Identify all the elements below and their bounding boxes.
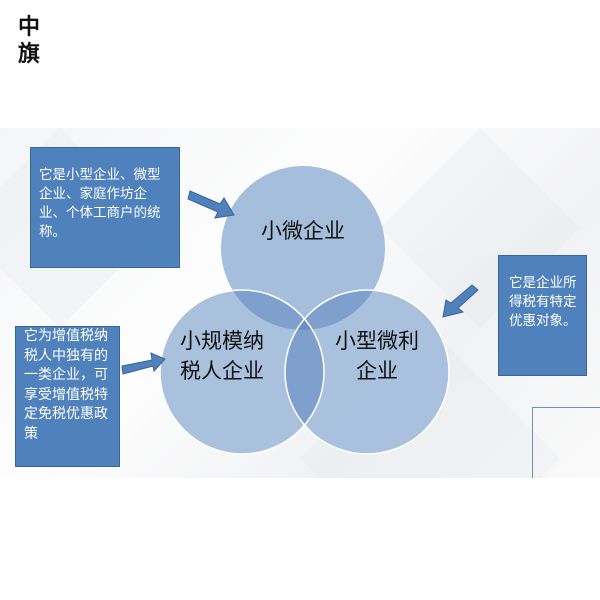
circle-small-low-profit: [285, 290, 449, 454]
slide: 它是小型企业、微型企业、家庭作坊企业、个体工商户的统称。 它为增值税纳税人中独有…: [0, 128, 600, 478]
box-text: 它为增值税纳税人中独有的一类企业，可享受增值税特定免税优惠政策: [24, 328, 108, 442]
logo: 中旗: [18, 14, 41, 67]
info-box-small-scale: 它为增值税纳税人中独有的一类企业，可享受增值税特定免税优惠政策: [15, 326, 120, 467]
arrows: [121, 190, 479, 375]
info-box-small-low-profit: 它是企业所得税有特定优惠对象。: [498, 255, 587, 376]
label-small-scale: 小规模纳税人企业: [180, 329, 264, 383]
arrow-icon: [121, 352, 166, 375]
circle-small-scale: [160, 290, 324, 454]
label-small-low-profit: 小型微利企业: [335, 329, 419, 383]
circle-small-micro: [221, 166, 385, 330]
arrow-icon: [442, 284, 479, 318]
box-text: 它是企业所得税有特定优惠对象。: [509, 275, 577, 329]
label-small-micro: 小微企业: [261, 219, 345, 243]
decorative-frame: [532, 407, 600, 478]
info-box-small-micro: 它是小型企业、微型企业、家庭作坊企业、个体工商户的统称。: [30, 147, 180, 268]
arrow-icon: [187, 190, 235, 219]
box-text: 它是小型企业、微型企业、家庭作坊企业、个体工商户的统称。: [39, 167, 161, 240]
